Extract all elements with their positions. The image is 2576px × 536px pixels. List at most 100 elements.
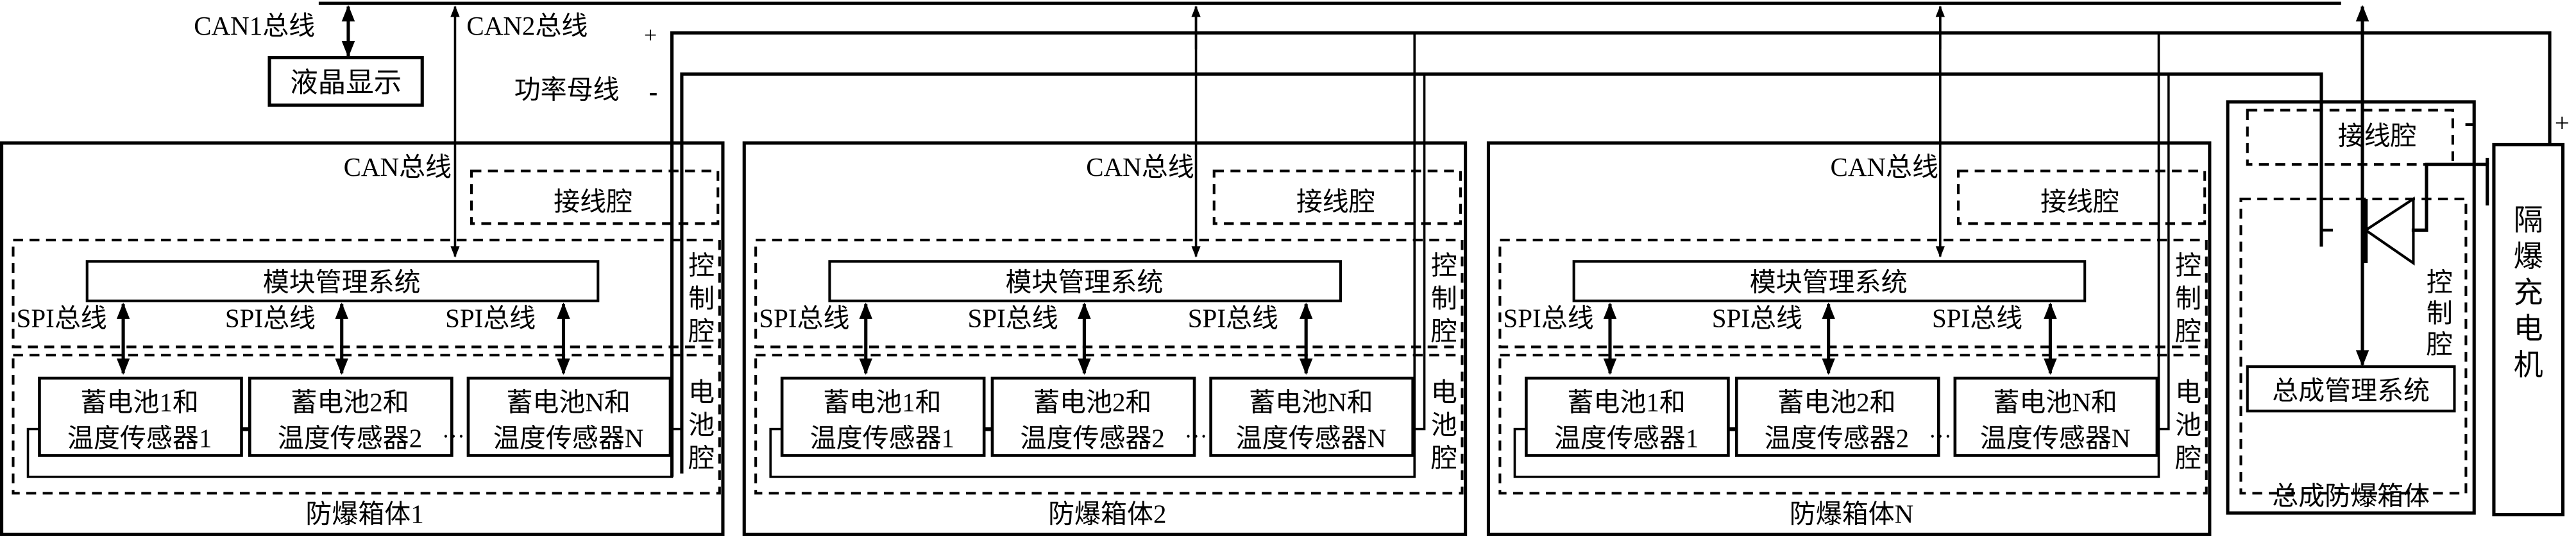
battery-cell-box — [466, 376, 672, 457]
battery-cell-label-line1: 蓄电池1和 — [81, 387, 199, 417]
cells-ellipsis: … — [1185, 417, 1208, 442]
battery-cell-label-line2: 温度传感器N — [1236, 424, 1386, 453]
diode-icon — [2319, 74, 2489, 266]
assembly-control-chamber — [2239, 197, 2468, 495]
module-battery-chamber-label: 腔 — [1431, 443, 1457, 472]
battery-cell-box — [1525, 376, 1730, 457]
explosion-proof-box-label: 防爆箱体2 — [1048, 499, 1166, 528]
module-control-chamber-label: 控 — [2175, 251, 2201, 281]
module-control-chamber-label: 控 — [688, 251, 715, 281]
module-management-system-label: 模块管理系统 — [1006, 267, 1164, 297]
assembly-control-chamber-label-2: 制 — [2427, 298, 2453, 328]
module-wiring-chamber-label: 接线腔 — [1296, 187, 1375, 216]
module-wiring-chamber-label: 接线腔 — [2040, 187, 2119, 216]
battery-cell-box — [248, 376, 453, 457]
module-management-system-label: 模块管理系统 — [263, 267, 421, 297]
assembly-wiring-chamber — [2246, 108, 2454, 166]
battery-cell-label-line2: 温度传感器2 — [1021, 424, 1165, 453]
power-bus-label: 功率母线 — [514, 75, 620, 105]
assembly-management-system-label: 总成管理系统 — [2272, 376, 2430, 405]
explosion-proof-box-label: 防爆箱体1 — [305, 499, 423, 528]
module-control-chamber-label: 腔 — [688, 316, 715, 346]
battery-cell-label-line1: 蓄电池N和 — [1249, 387, 1373, 417]
module-can-bus-label: CAN总线 — [344, 152, 452, 182]
charger-plus-sign: + — [2555, 108, 2570, 137]
battery-cell-label-line1: 蓄电池N和 — [1993, 387, 2117, 417]
spi-bus-label: SPI总线 — [445, 304, 536, 333]
spi-bus-label: SPI总线 — [759, 304, 849, 333]
module-control-chamber — [12, 238, 721, 349]
series-wiring-positive — [1513, 33, 2160, 478]
module-wiring-chamber-label: 接线腔 — [554, 187, 632, 216]
module-control-chamber-label: 腔 — [2175, 316, 2201, 346]
series-wiring-positive — [769, 33, 1416, 478]
assembly-wiring-chamber-label: 接线腔 — [2338, 121, 2417, 150]
module-control-chamber-label: 控 — [1431, 251, 1457, 281]
module-control-chamber-label: 制 — [1431, 284, 1457, 313]
module-can-bus-label: CAN总线 — [1086, 152, 1194, 182]
module-wiring-chamber — [1212, 169, 1462, 225]
module-battery-chamber-label: 池 — [2175, 410, 2201, 440]
explosion-proof-box-outline — [0, 141, 725, 536]
spi-bus-label: SPI总线 — [1712, 304, 1802, 333]
battery-cell-label-line1: 蓄电池2和 — [1777, 387, 1895, 417]
assembly-control-chamber-label-3: 腔 — [2427, 330, 2453, 359]
module-management-system-label: 模块管理系统 — [1750, 267, 1908, 297]
explosion-proof-box-outline — [1486, 141, 2212, 536]
module-management-system-box — [1572, 260, 2087, 302]
module-battery-chamber-label: 电 — [1431, 377, 1457, 407]
module-wiring-chamber — [1956, 169, 2207, 225]
battery-cell-box — [990, 376, 1196, 457]
charger-minus-sign: - — [2464, 105, 2474, 138]
battery-cell-label-line2: 温度传感器1 — [810, 424, 954, 453]
cells-ellipsis: … — [1929, 417, 1952, 442]
module-wiring-chamber — [470, 169, 720, 225]
battery-cell-label-line2: 温度传感器1 — [1554, 424, 1699, 453]
battery-cell-label-line1: 蓄电池1和 — [823, 387, 941, 417]
module-control-chamber — [1498, 238, 2208, 349]
spi-bus-label: SPI总线 — [968, 304, 1058, 333]
module-battery-chamber — [12, 354, 721, 495]
cells-ellipsis: … — [442, 417, 465, 442]
module-control-chamber-label: 制 — [688, 284, 715, 313]
series-wiring-negative — [1412, 74, 1426, 431]
can2-bus-label: CAN2总线 — [466, 11, 588, 40]
module-can-bus-label: CAN总线 — [1831, 152, 1938, 182]
assembly-control-chamber-label-1: 控 — [2427, 267, 2453, 297]
module-control-chamber-label: 腔 — [1431, 316, 1457, 346]
series-wiring-negative — [670, 74, 683, 431]
module-battery-chamber-label: 池 — [688, 410, 715, 440]
module-battery-chamber-label: 电 — [2175, 377, 2201, 407]
battery-cell-label-line2: 温度传感器N — [1980, 424, 2130, 453]
assembly-box-label: 总成防爆箱体 — [2272, 481, 2430, 510]
battery-cell-label-line2: 温度传感器2 — [278, 424, 422, 453]
battery-cell-box — [1734, 376, 1940, 457]
module-control-chamber-label: 制 — [2175, 284, 2201, 313]
lcd-display-label: 液晶显示 — [290, 67, 402, 98]
spi-bus-label: SPI总线 — [1188, 304, 1278, 333]
battery-cell-label-line2: 温度传感器N — [493, 424, 643, 453]
battery-cell-box — [38, 376, 243, 457]
spi-bus-label: SPI总线 — [1932, 304, 2022, 333]
can1-bus-label: CAN1总线 — [194, 11, 315, 40]
battery-cell-label-line2: 温度传感器2 — [1765, 424, 1909, 453]
battery-cell-box — [1953, 376, 2159, 457]
spi-bus-label: SPI总线 — [1504, 304, 1594, 333]
module-management-system-box — [828, 260, 1343, 302]
module-battery-chamber-label: 池 — [1431, 410, 1457, 440]
module-battery-chamber-label: 电 — [688, 377, 715, 407]
module-management-system-box — [85, 260, 600, 302]
series-wiring-negative — [2157, 74, 2170, 431]
module-battery-chamber — [754, 354, 1464, 495]
battery-cell-label-line1: 蓄电池N和 — [506, 387, 630, 417]
battery-cell-label-line1: 蓄电池1和 — [1567, 387, 1685, 417]
explosion-proof-box-label: 防爆箱体N — [1790, 499, 1913, 528]
module-battery-chamber-label: 腔 — [2175, 443, 2201, 472]
module-battery-chamber-label: 腔 — [688, 443, 715, 472]
spi-bus-label: SPI总线 — [225, 304, 316, 333]
battery-cell-label-line1: 蓄电池2和 — [1033, 387, 1151, 417]
module-battery-chamber — [1498, 354, 2208, 495]
